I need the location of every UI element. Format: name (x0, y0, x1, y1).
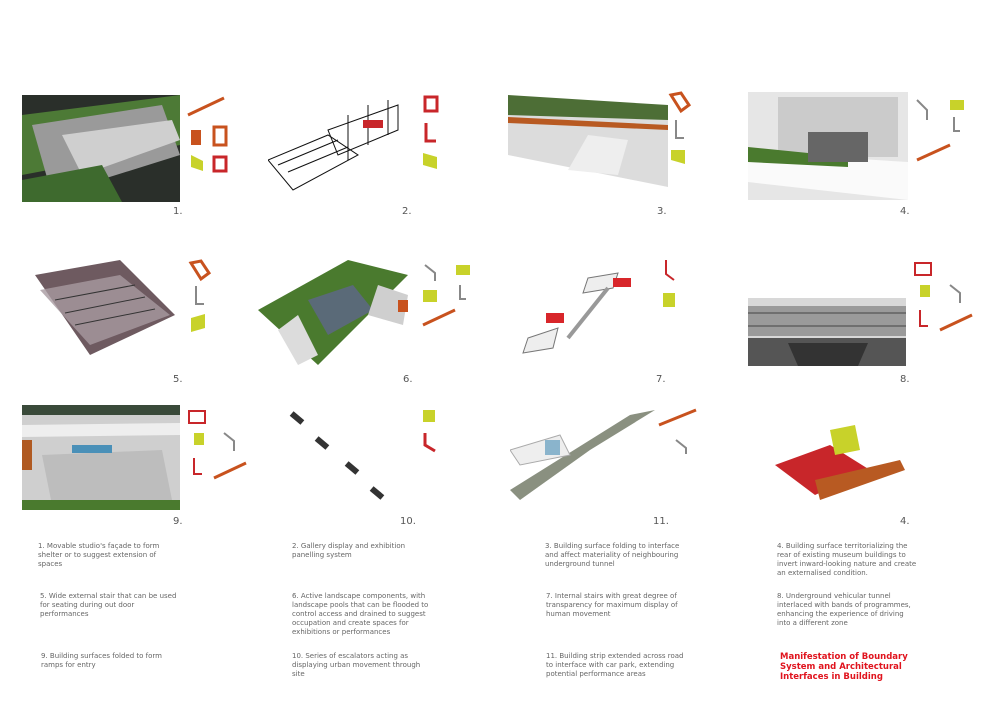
caption: 6. Active landscape components, with lan… (292, 592, 429, 636)
component-icons (187, 96, 228, 173)
component-icons (188, 259, 212, 332)
component-icons (188, 410, 247, 480)
caption: 3. Building surface folding to interface… (545, 542, 680, 568)
component-icons (663, 260, 675, 307)
panel-1-image (22, 95, 180, 202)
panel-number: 5. (173, 374, 183, 385)
caption: 9. Building surfaces folded to form ramp… (41, 652, 162, 669)
board-title: Manifestation of Boundary System and Arc… (780, 652, 908, 682)
component-icons (422, 264, 470, 327)
component-icons (914, 262, 973, 332)
component-icons (668, 91, 692, 164)
panel-number: 10. (400, 516, 416, 527)
caption: 5. Wide external stair that can be used … (40, 592, 177, 618)
panel-number: 4. (900, 206, 910, 217)
panel-3-image (508, 95, 668, 187)
caption: 8. Underground vehicular tunnel interlac… (777, 592, 911, 627)
caption: 4. Building surface territorializing the… (777, 542, 917, 577)
panel-4-image (748, 92, 908, 200)
component-icons (423, 95, 439, 169)
panel-5-image (35, 260, 175, 355)
caption: 7. Internal stairs with great degree of … (546, 592, 678, 618)
panel-number: 1. (173, 206, 183, 217)
panel-number: 7. (656, 374, 666, 385)
panel-number: 3. (657, 206, 667, 217)
caption: 11. Building strip extended across road … (546, 652, 684, 678)
caption: 1. Movable studio's façade to form shelt… (38, 542, 160, 568)
panel-number: 9. (173, 516, 183, 527)
caption: 10. Series of escalators acting as displ… (292, 652, 421, 678)
component-icons (423, 410, 436, 453)
caption: 2. Gallery display and exhibition panell… (292, 542, 406, 559)
panel-7-image (522, 272, 631, 354)
panel-6-image (258, 260, 408, 365)
panel-number: 8. (900, 374, 910, 385)
panel-11-image (510, 410, 655, 500)
panel-number: 11. (653, 516, 669, 527)
panel-2-image (268, 100, 399, 191)
panel-9-image (22, 405, 180, 510)
panel-10-image (289, 411, 385, 500)
panel-12-image (775, 425, 905, 500)
component-icons (916, 99, 964, 162)
panel-8-image (748, 298, 906, 366)
component-icons (658, 408, 697, 454)
panel-number: 4. (900, 516, 910, 527)
panel-number: 6. (403, 374, 413, 385)
panel-number: 2. (402, 206, 412, 217)
